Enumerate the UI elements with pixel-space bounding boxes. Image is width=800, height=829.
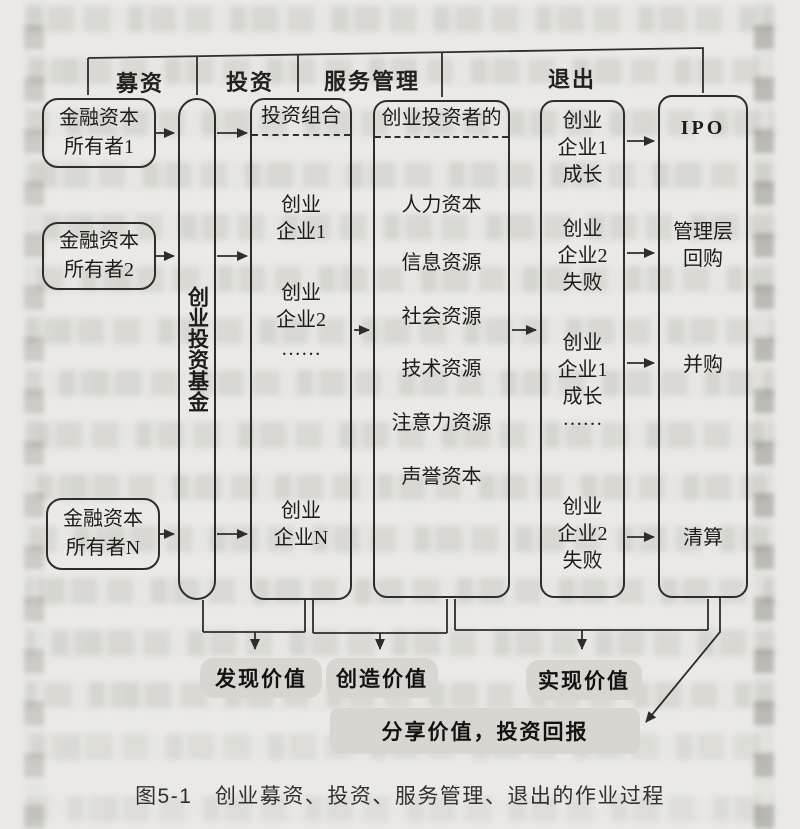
page-bleed-noise xyxy=(26,630,774,656)
venture-1-line-2: 企业1 xyxy=(557,137,608,159)
portfolio-item-1-line-1: 创业 xyxy=(281,194,321,216)
investor-resources-box: 创业投资者的 人力资本 信息资源 社会资源 技术资源 注意力资源 声誉资本 xyxy=(373,100,510,598)
portfolio-item-n-line-1: 创业 xyxy=(281,500,321,522)
exit-item-ipo: IPO xyxy=(680,117,726,139)
owner-1-line-2: 所有者1 xyxy=(64,136,134,158)
exit-item-merger: 并购 xyxy=(683,354,723,376)
page-bleed-noise xyxy=(26,370,774,396)
phase-label-exit: 退出 xyxy=(547,67,597,92)
portfolio-item-2-line-2: 企业2 xyxy=(276,309,326,331)
venture-outcomes-box: 创业 企业1 成长 创业 企业2 失败 创业 企业1 成长 …… 创业 企业2 … xyxy=(540,100,625,598)
exit-mbo-line-1: 管理层 xyxy=(673,221,733,243)
venture-2-line-3: 失败 xyxy=(562,272,603,294)
investor-resources-title: 创业投资者的 xyxy=(375,102,508,138)
portfolio-box: 投资组合 创业 企业1 创业 企业2 …… 创业 企业N xyxy=(250,98,352,600)
page-bleed-noise xyxy=(26,110,774,136)
venture-4-line-2: 企业2 xyxy=(557,523,608,545)
owner-n-line-1: 金融资本 xyxy=(63,508,143,530)
resource-item-attention: 注意力资源 xyxy=(391,412,492,434)
venture-4-line-3: 失败 xyxy=(562,550,603,572)
flow-arrows xyxy=(156,128,655,542)
page-bleed-noise xyxy=(26,474,774,500)
value-label-create: 创造价值 xyxy=(326,658,438,698)
venture-2-line-1: 创业 xyxy=(562,218,603,240)
venture-2-line-2: 企业2 xyxy=(557,245,608,267)
bottom-brackets xyxy=(202,598,721,723)
venture-3-line-2: 企业1 xyxy=(557,359,608,381)
page-bleed-noise xyxy=(26,422,774,448)
value-label-share-return: 分享价值，投资回报 xyxy=(330,708,640,754)
portfolio-item-n-line-2: 企业N xyxy=(273,527,329,549)
venture-item-2: 创业 企业2 失败 xyxy=(542,216,623,297)
resource-item-human: 人力资本 xyxy=(401,194,482,216)
phase-label-service-management: 服务管理 xyxy=(323,69,421,94)
resource-item-reputation: 声誉资本 xyxy=(401,466,482,488)
venture-3-line-3: 成长 xyxy=(562,386,603,408)
portfolio-item-ellipsis: …… xyxy=(252,336,350,363)
page-bleed-noise xyxy=(26,162,774,188)
owner-box-2: 金融资本 所有者2 xyxy=(42,222,156,290)
owner-box-n: 金融资本 所有者N xyxy=(46,498,160,570)
venture-1-line-3: 成长 xyxy=(562,164,603,186)
owner-box-1: 金融资本 所有者1 xyxy=(42,98,156,168)
portfolio-item-2: 创业 企业2 xyxy=(252,280,350,334)
page-bleed-noise xyxy=(26,6,774,32)
resource-item-information: 信息资源 xyxy=(401,252,482,274)
resource-item-social: 社会资源 xyxy=(401,306,482,328)
value-label-realize: 实现价值 xyxy=(526,660,642,700)
page-bleed-noise xyxy=(26,318,774,344)
owner-n-line-2: 所有者N xyxy=(65,537,141,559)
portfolio-item-n: 创业 企业N xyxy=(252,498,350,552)
venture-capital-fund-box: 创业投资基金 xyxy=(178,98,216,600)
portfolio-title: 投资组合 xyxy=(252,100,350,136)
venture-capital-fund-label: 创业投资基金 xyxy=(185,286,210,412)
exit-item-management-buyout: 管理层 回购 xyxy=(660,219,746,273)
venture-item-3: 创业 企业1 成长 xyxy=(542,330,623,411)
venture-1-line-1: 创业 xyxy=(562,110,603,132)
phase-label-fundraising: 募资 xyxy=(115,71,165,96)
exit-item-liquidation: 清算 xyxy=(683,527,723,549)
page-bleed-noise xyxy=(26,58,774,84)
venture-item-1: 创业 企业1 成长 xyxy=(542,108,623,189)
top-phase-bracket xyxy=(87,47,704,97)
page-bleed-noise xyxy=(26,578,774,604)
venture-4-line-1: 创业 xyxy=(562,496,603,518)
phase-label-investment: 投资 xyxy=(225,70,275,95)
venture-ellipsis-text: …… xyxy=(562,408,603,430)
owner-1-line-1: 金融资本 xyxy=(59,107,139,129)
resource-item-technology: 技术资源 xyxy=(401,358,482,380)
venture-3-line-1: 创业 xyxy=(562,332,603,354)
venture-item-4: 创业 企业2 失败 xyxy=(542,494,623,575)
value-label-discover: 发现价值 xyxy=(200,658,322,698)
owner-2-line-1: 金融资本 xyxy=(59,230,139,252)
figure-caption: 图5-1 创业募资、投资、服务管理、退出的作业过程 xyxy=(135,785,665,808)
portfolio-ellipsis-text: …… xyxy=(281,338,321,360)
page-edge-artifacts-left xyxy=(24,0,44,829)
exit-mbo-line-2: 回购 xyxy=(683,248,723,270)
portfolio-item-2-line-1: 创业 xyxy=(281,282,321,304)
page-bleed-noise xyxy=(26,796,774,822)
portfolio-item-1: 创业 企业1 xyxy=(252,192,350,246)
page-edge-artifacts-right xyxy=(754,0,774,829)
portfolio-item-1-line-2: 企业1 xyxy=(276,221,326,243)
venture-item-ellipsis: …… xyxy=(542,406,623,433)
owner-2-line-2: 所有者2 xyxy=(64,259,134,281)
exit-channels-box: IPO 管理层 回购 并购 清算 xyxy=(658,95,748,598)
